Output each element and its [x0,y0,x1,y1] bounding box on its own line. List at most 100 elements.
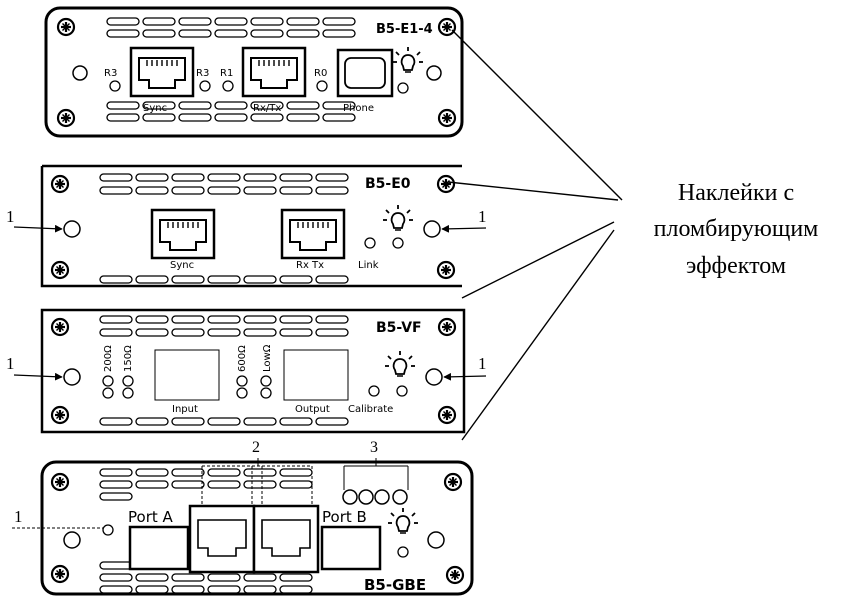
mount-hole [63,368,81,386]
mount-hole [427,531,445,549]
screw-icon [443,472,463,492]
led-indicator [392,237,404,249]
led-indicator [374,489,390,505]
mount-hole [72,65,88,81]
led-indicator [316,80,328,92]
sfp-cage-a [128,525,190,571]
annotation-line-3: эффектом [686,253,786,279]
led-indicator [364,237,376,249]
bulb-icon [382,204,414,231]
led-indicator [396,385,408,397]
led-indicator [199,80,211,92]
led-indicator [260,375,272,387]
callout-1-right: 1 [441,207,487,233]
module-b5-gbe: Port A Port B B5-GBE 2 3 [12,439,474,596]
bulb-icon [384,350,416,377]
led-indicator [222,80,234,92]
led-indicator [109,80,121,92]
screw-icon [56,17,76,37]
screw-icon [437,405,457,425]
port-label-rxtx: Rx Tx [296,260,324,271]
module-b5-vf-panel [40,308,466,434]
label-low-ohm: LowΩ [262,344,273,372]
rj45-port-a [188,504,256,574]
mount-hole [63,220,81,238]
callout-1-left: 1 [12,507,104,529]
led-indicator [122,387,134,399]
led-indicator [397,82,409,94]
screw-icon [437,108,457,128]
led-indicator [358,489,374,505]
port-label-phone: Phone [343,103,374,114]
svg-text:2: 2 [252,439,260,456]
mount-hole [63,531,81,549]
screw-icon [50,260,70,280]
label-r0: R0 [314,68,327,79]
module-b5-e0-panel [40,164,462,288]
led-indicator [102,375,114,387]
callout-1-left: 1 [6,354,63,381]
svg-text:1: 1 [478,207,487,226]
led-indicator [397,546,409,558]
led-indicator [102,524,114,536]
port-output [283,349,349,401]
port-label-output: Output [295,404,330,415]
port-label-calibrate: Calibrate [348,404,393,415]
screw-icon [50,472,70,492]
annotation-line-2: пломбирующим [654,216,819,242]
led-indicator [236,375,248,387]
callout-3: 3 [343,439,409,490]
led-indicator [368,385,380,397]
label-150-ohm: 150Ω [123,345,134,372]
screw-icon [50,405,70,425]
port-label-input: Input [172,404,198,415]
sfp-cage-b [320,525,382,571]
module-b5-vf: B5-VF 200Ω 150Ω 600Ω LowΩ Input Output C… [6,308,487,434]
mount-hole [425,368,443,386]
callout-1-left: 1 [6,207,63,233]
led-indicator [102,387,114,399]
module-b5-e0: B5-E0 Sync Rx Tx Link 1 1 [6,164,487,288]
svg-text:1: 1 [14,507,23,526]
module-b5-e1-4: B5-E1-4 R3 R3 R1 R0 Sync Rx/Tx Phone [44,6,464,138]
port-label-sync: Sync [143,103,167,114]
label-200-ohm: 200Ω [103,345,114,372]
screw-icon [56,108,76,128]
label-r3-left: R3 [104,68,117,79]
port-label-port-b: Port B [322,508,367,526]
led-indicator [122,375,134,387]
screw-icon [437,17,457,37]
label-600-ohm: 600Ω [237,345,248,372]
mount-hole [423,220,441,238]
rj11-port-phone [336,48,394,98]
module-title: B5-E1-4 [376,22,433,37]
module-title: B5-GBE [364,576,426,594]
screw-icon [436,174,456,194]
port-input [154,349,220,401]
led-indicator [342,489,358,505]
callout-2: 2 [201,439,313,506]
callout-1-right: 1 [443,354,487,381]
led-indicator [392,489,408,505]
svg-text:1: 1 [6,207,15,226]
port-label-sync: Sync [170,260,194,271]
screw-icon [437,317,457,337]
annotation-line-1: Наклейки с [678,180,794,206]
sticker-annotation: Наклейки с пломбирующим эффектом [654,180,819,279]
port-label-port-a: Port A [128,508,174,526]
screw-icon [50,174,70,194]
port-label-rxtx: Rx/Tx [253,103,281,114]
sticker-leader-lines [447,29,623,441]
rj45-port-sync [150,208,216,260]
led-indicator [236,387,248,399]
svg-text:3: 3 [370,439,378,456]
module-title: B5-VF [376,320,422,336]
port-label-link: Link [358,260,379,271]
screw-icon [50,564,70,584]
led-indicator [260,387,272,399]
mount-hole [426,65,442,81]
rj45-port-rxtx [241,46,307,98]
module-title: B5-E0 [365,176,411,192]
rj45-port-sync [129,46,195,98]
rj45-port-rxtx [280,208,346,260]
